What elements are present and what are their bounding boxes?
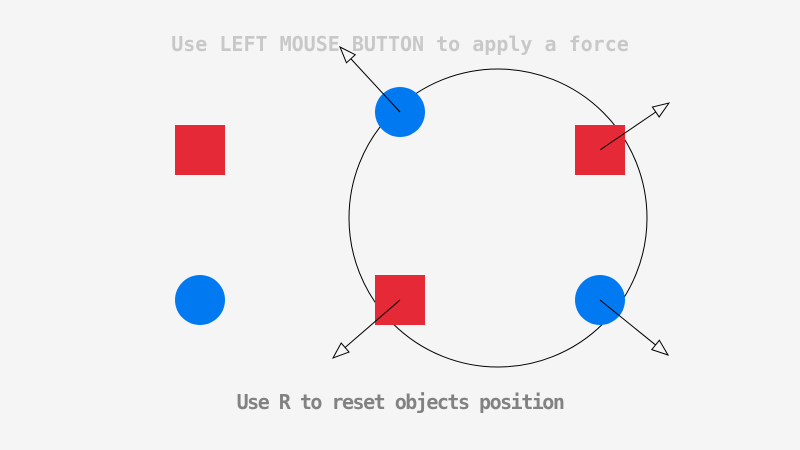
force-arrow-top-left-shaft bbox=[350, 58, 401, 113]
red-square-top-left[interactable] bbox=[175, 125, 225, 175]
force-arrow-top-left-head bbox=[339, 45, 357, 64]
force-arrow-bottom-right-shaft bbox=[599, 299, 656, 346]
force-arrow-bottom-left-shaft bbox=[344, 299, 401, 348]
force-arrow-bottom-right-head bbox=[650, 339, 670, 356]
force-arrow-top-right-head bbox=[651, 102, 671, 118]
blue-circle-bottom-left[interactable] bbox=[175, 275, 225, 325]
boundary-circle bbox=[348, 68, 648, 368]
force-arrow-bottom-left-head bbox=[331, 342, 350, 359]
instruction-apply-force: Use LEFT MOUSE BUTTON to apply a force bbox=[171, 32, 629, 56]
force-arrow-top-right-shaft bbox=[599, 111, 657, 151]
instruction-reset: Use R to reset objects position bbox=[236, 390, 565, 414]
